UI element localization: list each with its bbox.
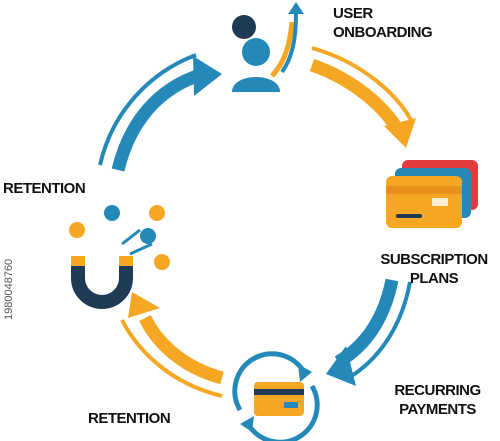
label-subscription-plans-line1: SUBSCRIPTION <box>380 251 488 268</box>
arrow-onboarding-to-plans <box>309 46 416 148</box>
stock-id-watermark: 1980048760 <box>3 258 15 320</box>
label-recurring-payments-line1: RECURRING <box>394 382 481 399</box>
recurring-payment-icon <box>232 351 320 441</box>
label-retention-left: RETENTION <box>3 180 86 197</box>
label-retention-bottom: RETENTION <box>88 410 171 427</box>
label-subscription-plans-line2: PLANS <box>409 270 459 287</box>
label-recurring-payments-line2: PAYMENTS <box>399 401 476 418</box>
user-growth-icon <box>232 2 304 92</box>
arrow-plans-to-payments <box>326 278 412 386</box>
label-user-onboarding-line1: USER <box>333 5 373 22</box>
label-recurring-payments: RECURRING PAYMENTS <box>380 383 495 417</box>
credit-cards-icon <box>386 160 478 228</box>
arrow-retention-to-onboarding <box>98 53 222 172</box>
label-user-onboarding: USER ONBOARDING <box>333 5 433 41</box>
magnet-attract-users-icon <box>69 205 170 309</box>
label-user-onboarding-line2: ONBOARDING <box>333 24 433 41</box>
arrow-payments-to-retention <box>120 292 224 398</box>
label-subscription-plans: SUBSCRIPTION PLANS <box>370 252 498 286</box>
